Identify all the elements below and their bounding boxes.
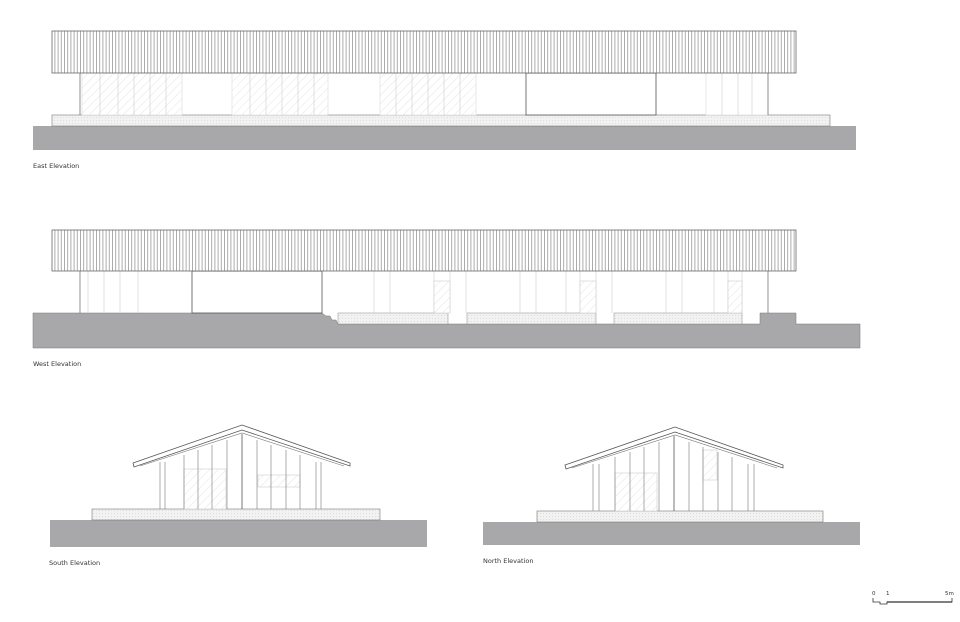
scale-tick-0: 0: [872, 591, 876, 597]
north-elevation: [483, 426, 860, 545]
scale-tick-1: 1: [886, 591, 890, 597]
south-elevation: [50, 424, 427, 547]
north-elevation-label: North Elevation: [483, 557, 534, 565]
east-elevation: [33, 30, 856, 150]
ground: [483, 522, 860, 545]
west-elevation-label: West Elevation: [33, 360, 82, 368]
scale-tick-5m: 5m: [945, 591, 954, 597]
plinth: [536, 510, 824, 523]
gable-roof: [564, 426, 784, 470]
ground: [33, 126, 856, 150]
plinth: [91, 508, 381, 521]
wall-opening: [191, 270, 323, 314]
west-elevation: [32, 229, 861, 349]
roof-cladding: [51, 30, 797, 74]
gable-roof: [132, 424, 351, 468]
south-elevation-label: South Elevation: [49, 559, 101, 567]
east-elevation-label: East Elevation: [33, 162, 80, 170]
ground: [50, 520, 427, 547]
ground: [32, 312, 861, 349]
scale-bar: [872, 598, 953, 605]
roof-cladding: [51, 229, 797, 272]
door-opening: [525, 72, 657, 116]
plinth: [51, 114, 831, 127]
glazing: [81, 72, 769, 116]
